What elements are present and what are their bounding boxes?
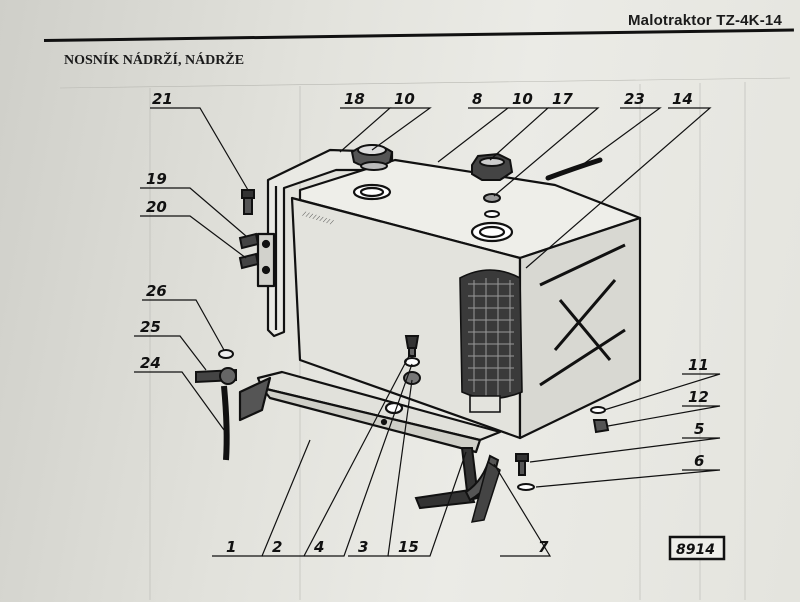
callout-15: 15 — [398, 538, 419, 556]
callout-6: 6 — [694, 452, 704, 470]
callout-23: 23 — [624, 90, 645, 108]
vent-hose — [545, 157, 603, 181]
callout-14: 14 — [672, 90, 693, 108]
hardware-left — [195, 189, 260, 461]
callout-7: 7 — [538, 538, 549, 556]
callout-19: 19 — [146, 170, 167, 188]
hardware-right — [515, 406, 610, 491]
leader-lines — [134, 107, 721, 557]
callout-8: 8 — [472, 90, 482, 108]
page-header-title: Malotraktor TZ-4K-14 — [627, 12, 782, 29]
callout-4: 4 — [313, 538, 324, 556]
callout-labels: 21 18 10 8 10 17 23 14 19 20 26 25 24 11… — [140, 90, 709, 556]
callout-21: 21 — [152, 90, 173, 108]
callout-10-right: 10 — [512, 90, 533, 108]
callout-3: 3 — [358, 538, 368, 556]
callout-10-left: 10 — [394, 90, 415, 108]
callout-1: 1 — [226, 538, 236, 556]
filler-cap-right — [471, 152, 514, 218]
figure-code: 8914 — [676, 542, 715, 558]
fuel-filter-strainer — [459, 269, 523, 413]
callout-26: 26 — [146, 282, 167, 300]
section-title: NOSNÍK NÁDRŽÍ, NÁDRŽE — [64, 53, 245, 68]
callout-18: 18 — [344, 90, 365, 108]
callout-20: 20 — [146, 198, 167, 216]
callout-2: 2 — [272, 538, 282, 556]
callout-12: 12 — [688, 388, 709, 406]
figure-code-box: 8914 — [668, 535, 726, 561]
callout-24: 24 — [140, 354, 161, 372]
callout-17: 17 — [552, 90, 573, 108]
callout-5: 5 — [694, 420, 704, 438]
callout-25: 25 — [140, 318, 161, 336]
filler-cap-left — [350, 144, 394, 171]
callout-11: 11 — [688, 356, 709, 374]
tank-carrier-beam — [238, 370, 502, 454]
